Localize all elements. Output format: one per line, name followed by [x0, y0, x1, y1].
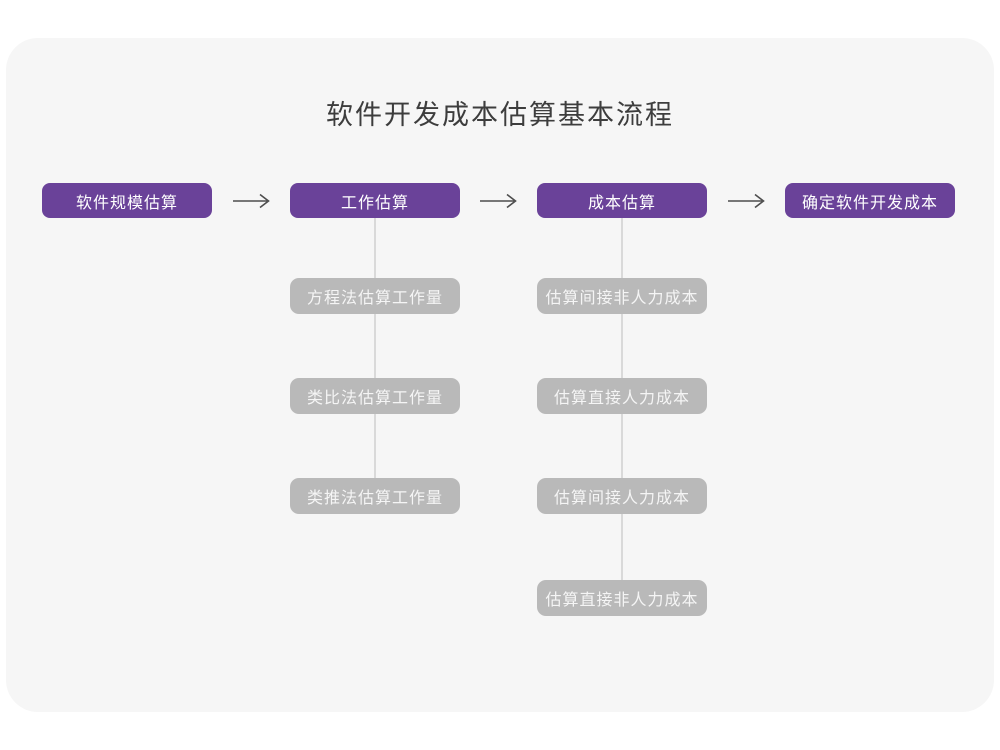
connector-line-work-estimation: [374, 218, 376, 498]
substep-node-direct-labor-cost: 估算直接人力成本: [537, 378, 707, 414]
stage-node-software-scale-estimation: 软件规模估算: [42, 183, 212, 218]
arrow-right-icon: [479, 192, 519, 215]
arrow-right-icon: [727, 192, 767, 215]
substep-node-indirect-labor-cost: 估算间接人力成本: [537, 478, 707, 514]
diagram-title: 软件开发成本估算基本流程: [326, 100, 674, 130]
substep-node-equation-method: 方程法估算工作量: [290, 278, 460, 314]
substep-node-extrapolation-method: 类推法估算工作量: [290, 478, 460, 514]
stage-node-work-estimation: 工作估算: [290, 183, 460, 218]
arrow-right-icon: [232, 192, 272, 215]
substep-node-direct-nonlabor-cost: 估算直接非人力成本: [537, 580, 707, 616]
substep-node-indirect-nonlabor-cost: 估算间接非人力成本: [537, 278, 707, 314]
stage-node-determine-dev-cost: 确定软件开发成本: [785, 183, 955, 218]
substep-node-analogy-method: 类比法估算工作量: [290, 378, 460, 414]
stage-node-cost-estimation: 成本估算: [537, 183, 707, 218]
diagram-card: 软件开发成本估算基本流程 软件规模估算 工作估算 成本估算 确定软件开发成本: [6, 38, 994, 712]
